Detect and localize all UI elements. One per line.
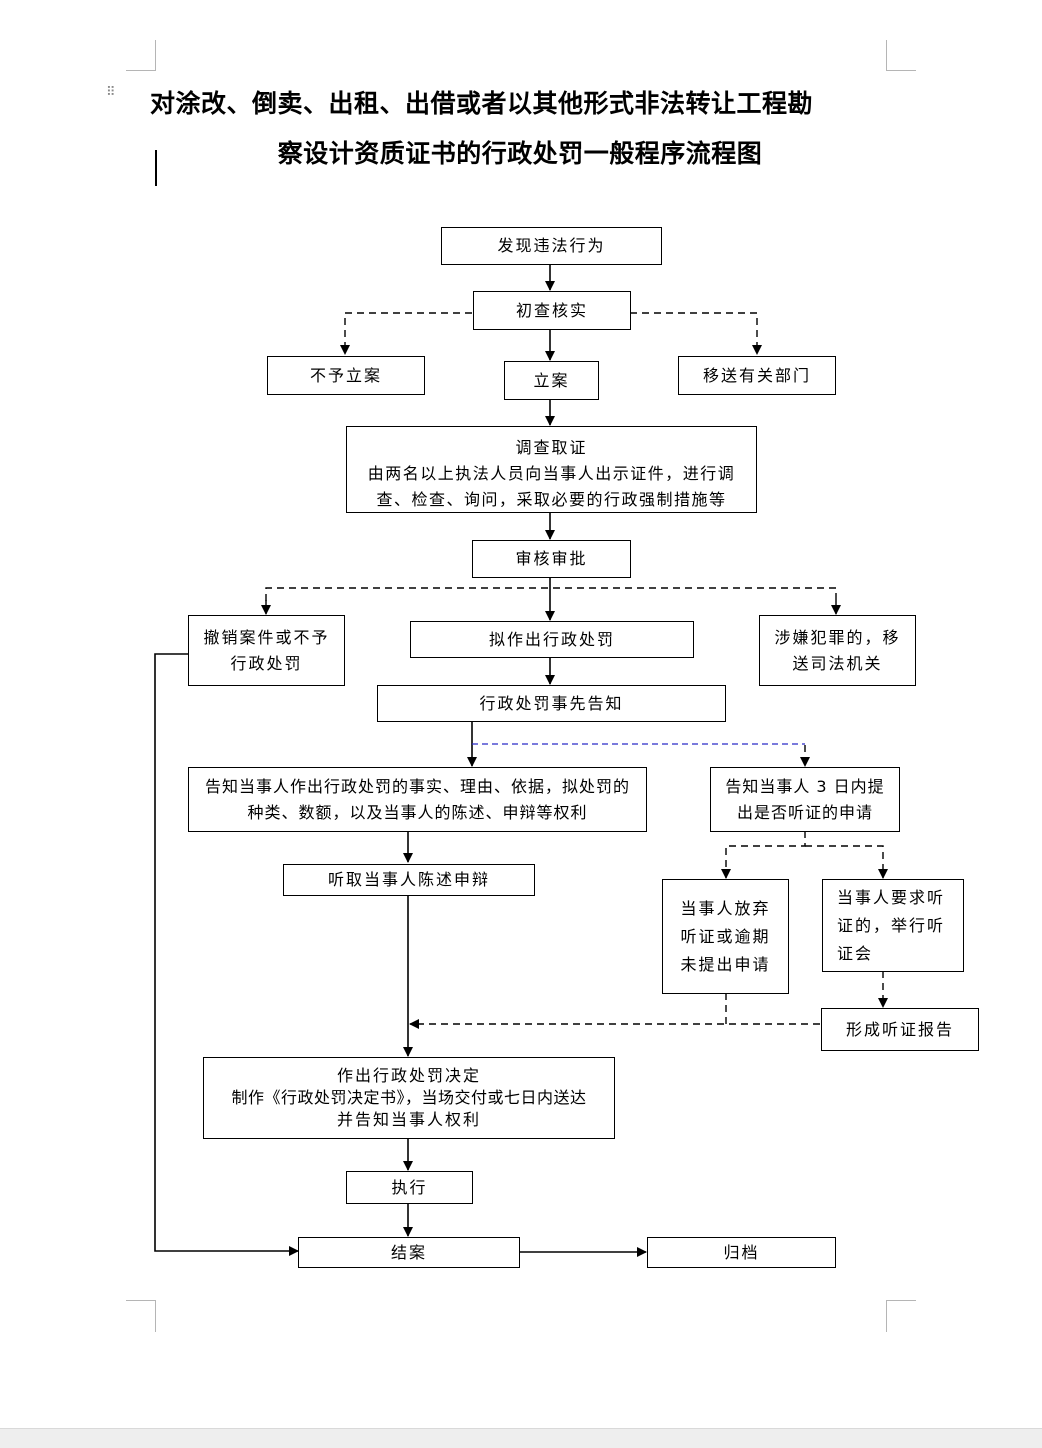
box-request-line2: 证的，举行听 xyxy=(837,915,946,935)
crop-mark xyxy=(155,1300,156,1332)
box-decision-line3: 并告知当事人权利 xyxy=(336,1110,481,1129)
crop-mark xyxy=(126,1300,156,1301)
crop-mark xyxy=(126,70,156,71)
box-archive: 归档 xyxy=(647,1237,836,1268)
box-close-case-text: 结案 xyxy=(390,1242,427,1262)
box-initial-check: 初查核实 xyxy=(473,291,631,330)
box-revoke-line2: 行政处罚 xyxy=(230,653,303,673)
crop-mark xyxy=(886,1300,887,1332)
box-execute-text: 执行 xyxy=(391,1177,428,1197)
box-investigate-line2: 查、检查、询问，采取必要的行政强制措施等 xyxy=(376,490,727,509)
box-investigate-title: 调查取证 xyxy=(515,438,588,457)
box-crime: 涉嫌犯罪的，移 送司法机关 xyxy=(759,615,916,686)
box-initial-check-text: 初查核实 xyxy=(515,300,588,320)
box-notify-hearing-line1: 告知当事人 3 日内提 xyxy=(725,776,885,796)
box-propose-penalty: 拟作出行政处罚 xyxy=(410,621,694,658)
box-revoke: 撤销案件或不予 行政处罚 xyxy=(188,615,345,686)
box-waive-line2: 听证或逾期 xyxy=(680,926,771,946)
box-hearing-report: 形成听证报告 xyxy=(821,1008,979,1051)
box-discover-text: 发现违法行为 xyxy=(497,236,606,255)
box-revoke-line1: 撤销案件或不予 xyxy=(203,627,330,647)
box-waive-line1: 当事人放弃 xyxy=(680,898,771,918)
crop-mark xyxy=(886,70,916,71)
box-file-case-text: 立案 xyxy=(533,370,570,390)
drag-handle-icon[interactable]: ⠿ xyxy=(106,85,116,100)
page-title-line2: 察设计资质证书的行政处罚一般程序流程图 xyxy=(277,139,763,168)
box-investigate: 调查取证 由两名以上执法人员向当事人出示证件，进行调 查、检查、询问，采取必要的… xyxy=(346,426,757,513)
box-decision: 作出行政处罚决定 制作《行政处罚决定书》，当场交付或七日内送达 并告知当事人权利 xyxy=(203,1057,615,1139)
text-cursor xyxy=(155,150,157,186)
box-notify-facts-line1: 告知当事人作出行政处罚的事实、理由、依据，拟处罚的 xyxy=(204,776,630,796)
box-discover: 发现违法行为 xyxy=(441,227,662,265)
box-transfer-dept: 移送有关部门 xyxy=(678,356,836,395)
box-listen-text: 听取当事人陈述申辩 xyxy=(327,870,490,889)
crop-mark xyxy=(886,40,887,71)
box-investigate-line1: 由两名以上执法人员向当事人出示证件，进行调 xyxy=(367,464,736,483)
box-hearing-report-text: 形成听证报告 xyxy=(845,1019,954,1039)
box-notify-facts-line2: 种类、数额，以及当事人的陈述、申辩等权利 xyxy=(247,802,588,822)
box-no-case: 不予立案 xyxy=(267,356,425,395)
box-notify-hearing-line2: 出是否听证的申请 xyxy=(736,802,873,822)
box-waive: 当事人放弃 听证或逾期 未提出申请 xyxy=(662,879,789,994)
crop-mark xyxy=(886,1300,916,1301)
box-archive-text: 归档 xyxy=(723,1242,760,1262)
box-review: 审核审批 xyxy=(472,540,631,578)
box-request-line3: 证会 xyxy=(837,943,874,963)
box-review-text: 审核审批 xyxy=(515,549,588,568)
box-close-case: 结案 xyxy=(298,1237,520,1268)
box-notify-facts: 告知当事人作出行政处罚的事实、理由、依据，拟处罚的 种类、数额，以及当事人的陈述… xyxy=(188,767,647,832)
box-request: 当事人要求听 证的，举行听 证会 xyxy=(822,879,964,972)
box-decision-line1: 作出行政处罚决定 xyxy=(336,1066,481,1085)
status-bar xyxy=(0,1428,1042,1448)
box-request-line1: 当事人要求听 xyxy=(837,887,946,907)
box-prior-notice-text: 行政处罚事先告知 xyxy=(479,693,624,713)
box-listen: 听取当事人陈述申辩 xyxy=(283,864,535,896)
box-notify-hearing: 告知当事人 3 日内提 出是否听证的申请 xyxy=(710,767,900,832)
box-transfer-dept-text: 移送有关部门 xyxy=(702,365,811,385)
box-execute: 执行 xyxy=(346,1171,473,1204)
box-no-case-text: 不予立案 xyxy=(309,365,382,385)
box-file-case: 立案 xyxy=(504,361,599,400)
box-propose-penalty-text: 拟作出行政处罚 xyxy=(488,629,615,649)
crop-mark xyxy=(155,40,156,71)
box-crime-line2: 送司法机关 xyxy=(792,653,883,673)
box-prior-notice: 行政处罚事先告知 xyxy=(377,685,726,722)
box-crime-line1: 涉嫌犯罪的，移 xyxy=(774,627,901,647)
box-decision-line2: 制作《行政处罚决定书》，当场交付或七日内送达 xyxy=(231,1088,587,1107)
page-title-line1: 对涂改、倒卖、出租、出借或者以其他形式非法转让工程勘 xyxy=(150,89,814,118)
box-waive-line3: 未提出申请 xyxy=(680,954,771,974)
